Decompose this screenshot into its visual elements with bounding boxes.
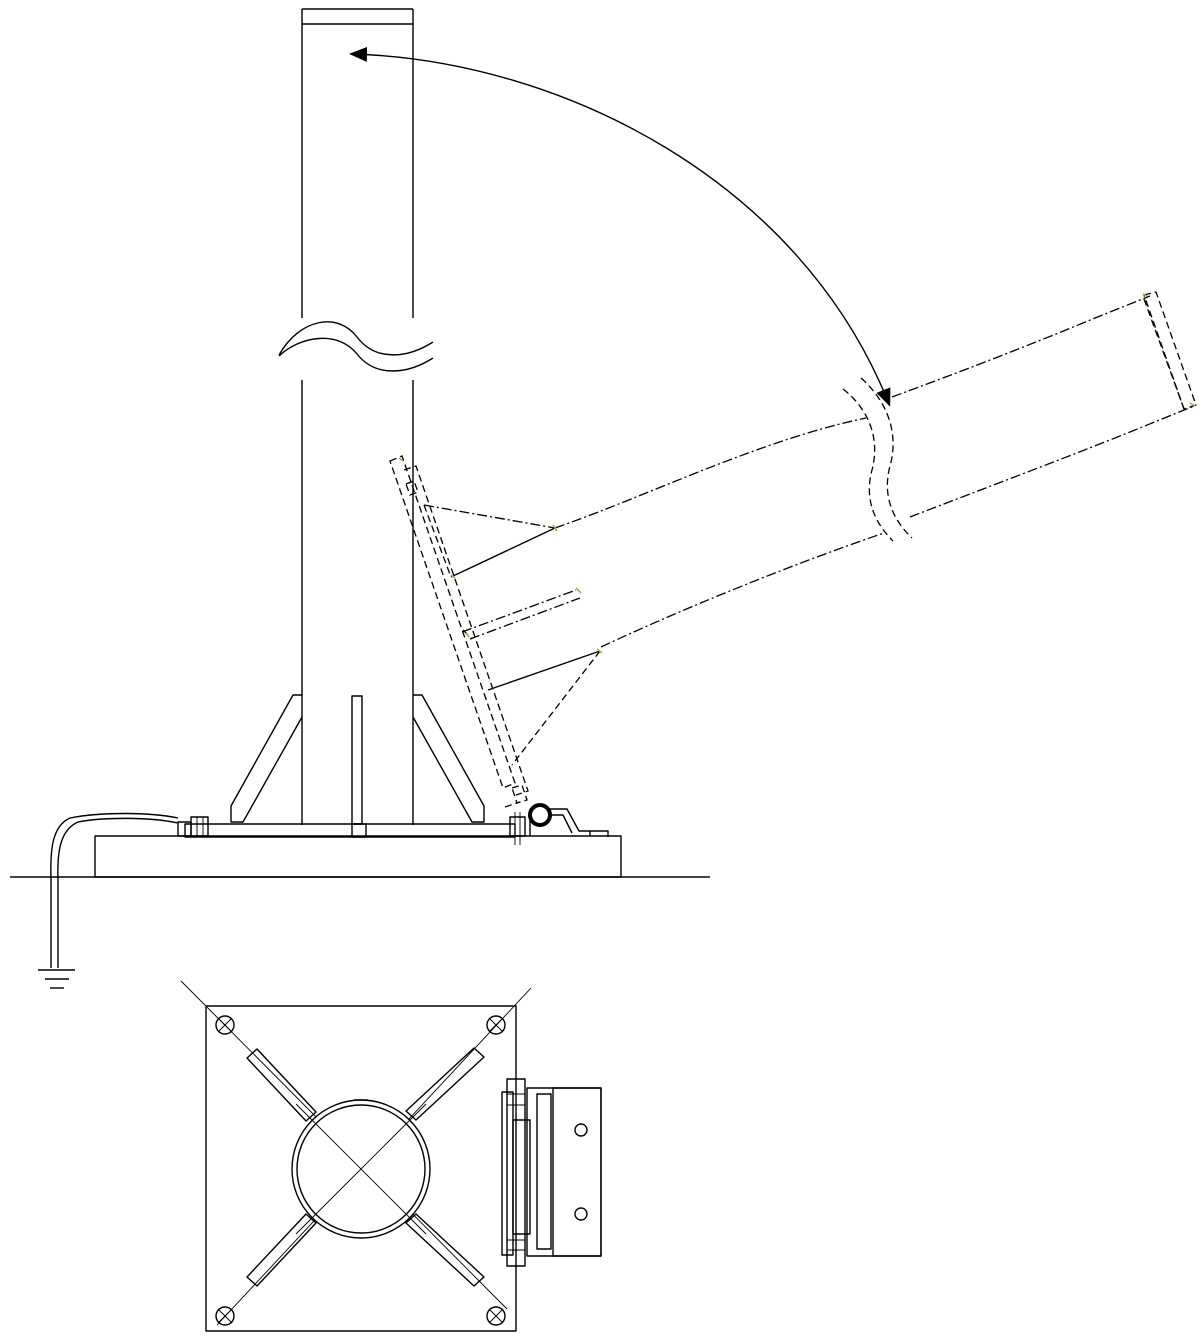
side-elevation-view <box>10 8 1197 989</box>
pole-upright <box>301 8 414 825</box>
plan-ribs <box>246 1047 485 1287</box>
pole-tilted-dashed <box>389 291 1197 808</box>
plan-view <box>180 980 602 1332</box>
node-markers <box>398 293 1196 654</box>
gusset-plates <box>230 694 485 825</box>
rotation-arrow <box>349 46 891 407</box>
plan-bolt-holes <box>215 1015 506 1326</box>
base-plate <box>94 823 622 878</box>
bolt-hole-top-left <box>215 1015 235 1035</box>
hinge-pin <box>528 803 609 837</box>
ground-symbol <box>38 969 75 989</box>
bolt-hole-top-right <box>486 1015 506 1035</box>
plan-base-plate <box>205 1005 517 1332</box>
ground-cable <box>50 812 179 968</box>
anchor-bolts-side <box>177 812 526 845</box>
plan-hinge-bracket <box>501 1078 602 1267</box>
pole-break-symbol <box>278 318 434 380</box>
bolt-hole-bottom-right <box>486 1306 506 1326</box>
plan-pole-section <box>291 1099 431 1239</box>
bolt-hole-bottom-left <box>215 1306 235 1326</box>
